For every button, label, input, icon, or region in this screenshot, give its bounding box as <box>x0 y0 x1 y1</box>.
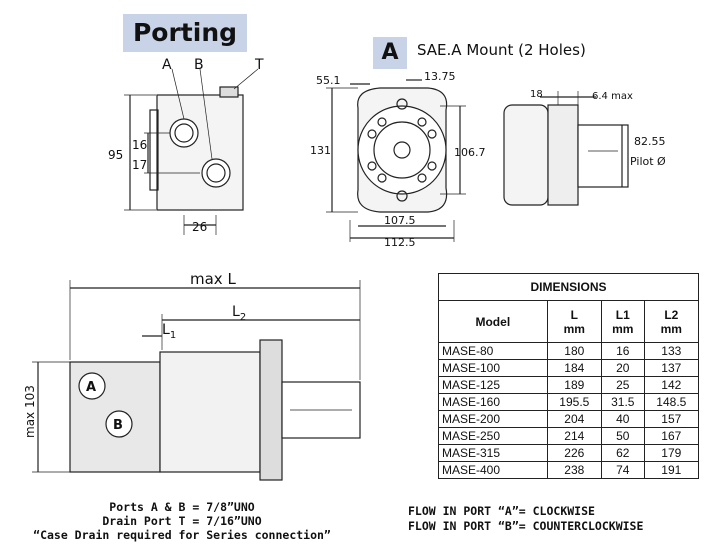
value-cell: 137 <box>643 359 700 377</box>
note-drain-port: Drain Port T = 7/16”UNO <box>102 514 262 528</box>
value-cell: 214 <box>546 427 602 445</box>
value-cell: 148.5 <box>643 393 700 411</box>
value-cell: 191 <box>643 461 700 479</box>
page-title: Porting <box>123 14 247 52</box>
dim-18: 18 <box>530 89 543 100</box>
mount-letter-box: A <box>373 37 407 69</box>
value-cell: 189 <box>546 376 602 394</box>
dim-l1: L1 <box>162 322 176 341</box>
model-cell: MASE-250 <box>438 427 548 445</box>
dim-l2: L2 <box>232 304 246 323</box>
dim-26: 26 <box>192 220 207 234</box>
port-b-marker: B <box>113 418 123 433</box>
port-notes: Ports A & B = 7/8”UNO Drain Port T = 7/1… <box>0 500 364 542</box>
dim-max-103: max 103 <box>23 385 37 438</box>
value-cell: 16 <box>600 342 645 360</box>
port-a-marker: A <box>86 380 96 395</box>
value-cell: 62 <box>600 444 645 462</box>
model-cell: MASE-400 <box>438 461 548 479</box>
flow-b: FLOW IN PORT “B”= COUNTERCLOCKWISE <box>408 519 644 533</box>
dim-112-5: 112.5 <box>384 236 416 249</box>
dim-16: 16 <box>132 138 147 152</box>
flow-notes: FLOW IN PORT “A”= CLOCKWISE FLOW IN PORT… <box>408 504 643 534</box>
pilot-label: Pilot Ø <box>630 155 666 168</box>
value-cell: 31.5 <box>600 393 645 411</box>
value-cell: 133 <box>643 342 700 360</box>
model-cell: MASE-315 <box>438 444 548 462</box>
value-cell: 25 <box>600 376 645 394</box>
dim-107-5: 107.5 <box>384 214 416 227</box>
value-cell: 195.5 <box>546 393 602 411</box>
dim-17: 17 <box>132 158 147 172</box>
dim-131: 131 <box>310 144 331 157</box>
model-cell: MASE-125 <box>438 376 548 394</box>
value-cell: 40 <box>600 410 645 428</box>
side-view-drawing: 18 6.4 max 82.55 Pilot Ø <box>503 89 666 206</box>
table-title: DIMENSIONS <box>438 273 699 301</box>
dim-82-55: 82.55 <box>634 135 666 148</box>
value-cell: 226 <box>546 444 602 462</box>
value-cell: 157 <box>643 410 700 428</box>
note-case-drain: “Case Drain required for Series connecti… <box>33 528 331 542</box>
port-view-drawing: A B T 95 16 17 26 <box>108 57 264 235</box>
port-b-label: B <box>194 57 204 73</box>
value-cell: 74 <box>600 461 645 479</box>
value-cell: 167 <box>643 427 700 445</box>
dim-max-l: max L <box>190 270 236 288</box>
model-cell: MASE-100 <box>438 359 548 377</box>
value-cell: 204 <box>546 410 602 428</box>
model-cell: MASE-160 <box>438 393 548 411</box>
port-t-label: T <box>254 57 264 73</box>
model-cell: MASE-200 <box>438 410 548 428</box>
value-cell: 20 <box>600 359 645 377</box>
value-cell: 180 <box>546 342 602 360</box>
dim-106-7: 106.7 <box>454 146 486 159</box>
mount-caption: SAE.A Mount (2 Holes) <box>417 41 586 59</box>
dim-13-75: 13.75 <box>424 70 456 83</box>
length-view-drawing: max L L2 L1 max 103 A B <box>23 270 361 481</box>
header-model: Model <box>438 300 548 343</box>
value-cell: 50 <box>600 427 645 445</box>
model-cell: MASE-80 <box>438 342 548 360</box>
value-cell: 238 <box>546 461 602 479</box>
dim-55-1: 55.1 <box>316 74 341 87</box>
flow-a: FLOW IN PORT “A”= CLOCKWISE <box>408 504 595 518</box>
dim-6-4-max: 6.4 max <box>592 91 633 102</box>
dim-95: 95 <box>108 148 123 162</box>
value-cell: 179 <box>643 444 700 462</box>
front-view-drawing: 55.1 13.75 131 106.7 107.5 112.5 <box>310 70 486 249</box>
note-ports-ab: Ports A & B = 7/8”UNO <box>109 500 255 514</box>
value-cell: 142 <box>643 376 700 394</box>
value-cell: 184 <box>546 359 602 377</box>
port-a-label: A <box>162 57 172 73</box>
